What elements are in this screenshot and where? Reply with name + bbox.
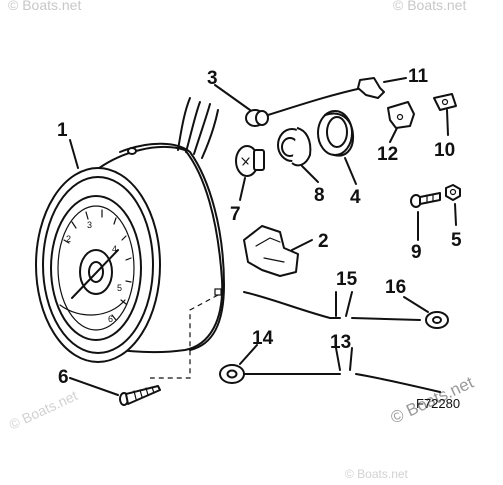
- dial-number-3: 3: [87, 220, 92, 230]
- callout-5: 5: [451, 230, 462, 251]
- svg-text:© Boats.net: © Boats.net: [7, 387, 80, 433]
- nut-part-5: [445, 184, 461, 201]
- watermark-top-right: © Boats.net: [393, 0, 466, 13]
- leader-lines: [69, 77, 457, 396]
- figure-number: F72280: [416, 396, 460, 411]
- callout-2: 2: [318, 231, 329, 252]
- callout-3: 3: [207, 68, 218, 89]
- callout-9: 9: [411, 242, 422, 263]
- ground-lead-part-13: [243, 373, 441, 393]
- watermark-left: © Boats.net: [7, 387, 80, 433]
- callout-4: 4: [350, 187, 361, 208]
- bulb-part-7: [235, 145, 265, 177]
- dial-number-5: 5: [117, 283, 122, 293]
- callout-1: 1: [57, 120, 68, 141]
- callout-14: 14: [252, 328, 274, 349]
- callout-13: 13: [330, 332, 351, 353]
- callout-15: 15: [336, 269, 358, 290]
- retaining-clip-part-2: [243, 225, 299, 277]
- callout-11: 11: [408, 66, 429, 87]
- dial-number-2: 2: [66, 234, 71, 244]
- callout-16: 16: [385, 277, 406, 298]
- callout-7: 7: [230, 204, 241, 225]
- callout-6: 6: [58, 367, 69, 388]
- dial-number-4: 4: [112, 244, 117, 254]
- watermark-top-left: © Boats.net: [8, 0, 81, 13]
- bulb-socket-part-8: [277, 127, 312, 167]
- bracket-part-12: [387, 101, 415, 129]
- watermark-bottom: © Boats.net: [345, 467, 409, 481]
- callout-10: 10: [434, 140, 455, 161]
- small-screw-part-9: [410, 192, 441, 208]
- mounting-guide-line: [150, 294, 219, 379]
- lamp-lead-part-11: [267, 77, 385, 116]
- dial-number-6: 6: [108, 314, 113, 324]
- callout-8: 8: [314, 185, 325, 206]
- ring-terminal-part-16: [425, 311, 449, 329]
- svg-text:© Boats.net: © Boats.net: [8, 0, 81, 13]
- gauge-housing-part-1: 2 3 4 5 6: [35, 142, 225, 363]
- gauge-wire-leads: [177, 97, 219, 159]
- terminal-plate-part-10: [433, 93, 457, 111]
- callout-12: 12: [377, 144, 398, 165]
- ring-terminal-part-14: [219, 364, 245, 384]
- socket-boot-part-4: [317, 110, 355, 157]
- screw-part-6: [119, 385, 161, 406]
- ground-lead-part-15: [243, 291, 421, 321]
- svg-text:© Boats.net: © Boats.net: [345, 467, 409, 481]
- svg-text:© Boats.net: © Boats.net: [393, 0, 466, 13]
- grommet-part-3: [245, 109, 269, 127]
